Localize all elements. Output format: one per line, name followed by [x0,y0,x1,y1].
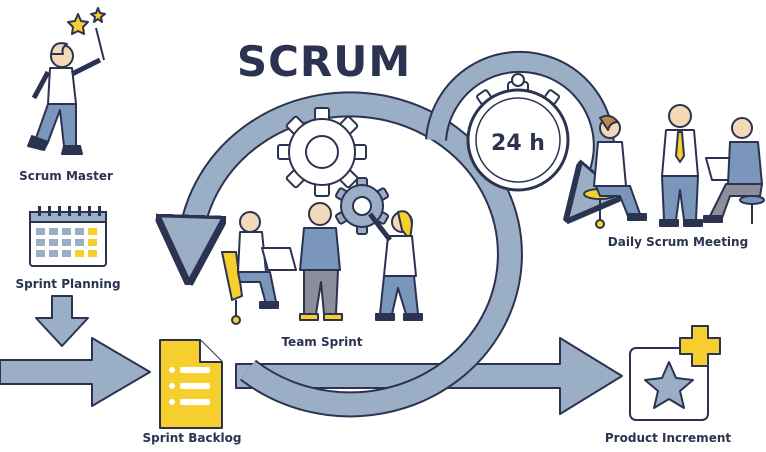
stage-label-sprint-backlog: Sprint Backlog [142,431,241,445]
plus-icon [679,325,721,367]
document-icon [159,339,223,429]
stage-label-daily-scrum-meeting: Daily Scrum Meeting [608,235,748,249]
daily-meeting-figures [583,104,765,229]
stage-label-product-increment: Product Increment [605,431,731,445]
sparkle-icon [90,7,106,23]
team-sprint-figures [221,202,423,325]
sprint-loop-arrow [190,91,523,418]
stage-label-scrum-master: Scrum Master [19,169,113,183]
calendar-icon [29,206,107,267]
diagram-title: SCRUM [237,37,411,86]
stage-label-sprint-planning: Sprint Planning [15,277,120,291]
planning-down-arrow [35,295,89,347]
timer-label: 24 h [491,131,545,156]
stopwatch-icon [466,73,570,192]
sparkle-icon [67,13,89,35]
flow-arrow-left [0,337,151,407]
gear-icon-large [277,107,367,197]
product-increment-icon [629,325,721,421]
stage-label-team-sprint: Team Sprint [281,335,362,349]
scrum-master-figure [27,7,106,155]
